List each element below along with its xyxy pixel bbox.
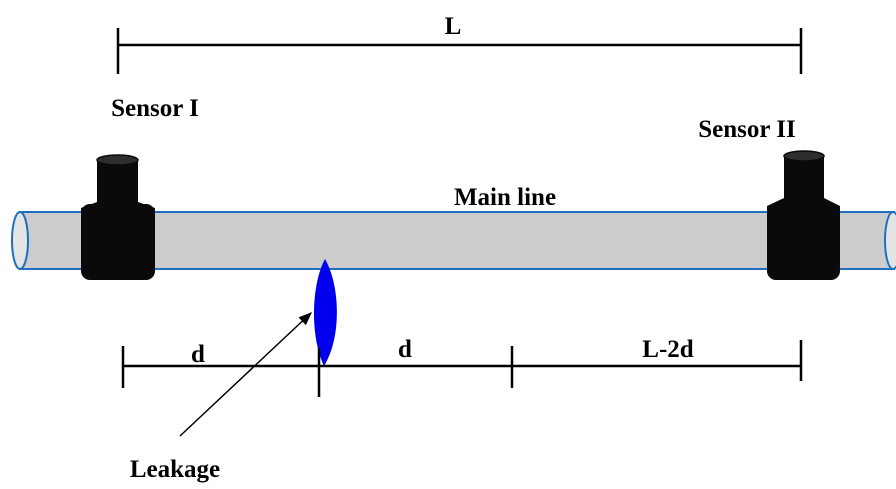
main-line-label: Main line [454,184,556,211]
leak-marker [313,259,337,366]
total-length-dimension [116,28,803,74]
sensor-2 [767,150,840,280]
distance-2-label: d [398,336,412,363]
main-line-pipe [11,211,896,270]
distance-1-label: d [191,341,205,368]
distance-dimension [121,340,803,397]
sensor-1 [81,154,155,280]
leak-label: Leakage [130,456,220,483]
sensor-1-label: Sensor I [111,95,199,122]
distance-3-label: L-2d [642,336,694,363]
total-length-label: L [445,13,462,40]
leak-arrow [179,312,312,437]
sensor-2-label: Sensor II [698,116,796,143]
